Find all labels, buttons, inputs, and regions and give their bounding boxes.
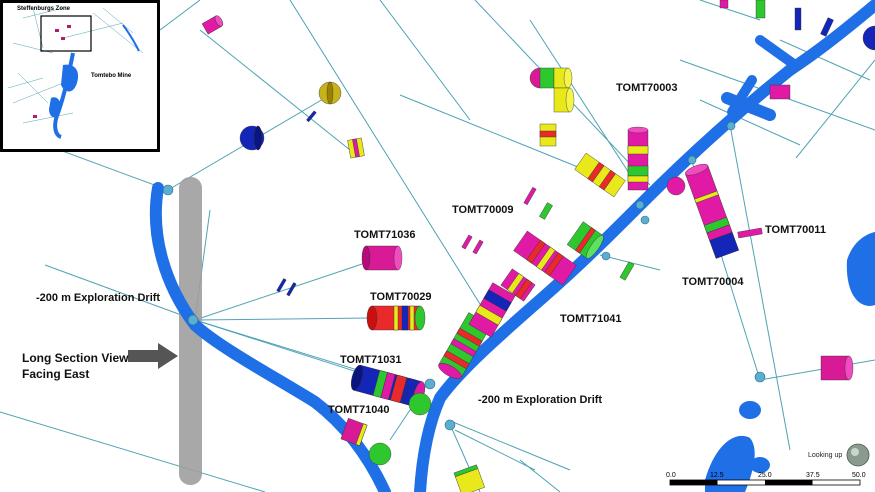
inset-map: Steffenburgs Zone Tomtebo Mine — [0, 0, 160, 152]
hole-label-tomt70004: TOMT70004 — [682, 276, 744, 288]
inset-map-drawing — [7, 7, 144, 139]
drift-label-left: -200 m Exploration Drift — [36, 292, 161, 304]
hole-label-tomt70009: TOMT70009 — [452, 204, 514, 216]
long-section-line1: Long Section View — [22, 351, 129, 365]
hole-label-tomt71041: TOMT71041 — [560, 313, 622, 325]
section-plane — [179, 177, 202, 485]
scale-tick-4: 50.0 — [852, 472, 866, 479]
hole-label-tomt71036: TOMT71036 — [354, 229, 416, 241]
sulphide-blobs — [705, 232, 875, 492]
view-arrow-icon — [128, 343, 178, 369]
long-section-line2: Facing East — [22, 367, 90, 381]
scale-tick-1: 12.5 — [710, 472, 724, 479]
scale-tick-0: 0.0 — [666, 472, 676, 479]
hole-label-tomt70029: TOMT70029 — [370, 291, 432, 303]
scale-tick-3: 37.5 — [806, 472, 820, 479]
drill-intercepts — [201, 0, 875, 492]
hole-label-tomt71040: TOMT71040 — [328, 404, 390, 416]
hole-label-tomt70003: TOMT70003 — [616, 82, 678, 94]
drift-label-right: -200 m Exploration Drift — [478, 394, 603, 406]
trace-nodes — [162, 121, 766, 431]
scale-bar — [669, 479, 861, 486]
scale-tick-2: 25.0 — [758, 472, 772, 479]
inset-zone-label: Steffenburgs Zone — [17, 6, 71, 12]
inset-mine-label: Tomtebo Mine — [91, 73, 132, 79]
orientation-label: Looking up — [808, 452, 843, 459]
hole-label-tomt70011: TOMT70011 — [765, 224, 826, 236]
hole-label-tomt71031: TOMT71031 — [340, 354, 402, 366]
long-section-label: Long Section View Facing East — [22, 350, 128, 382]
orientation-globe-icon[interactable] — [846, 443, 870, 467]
